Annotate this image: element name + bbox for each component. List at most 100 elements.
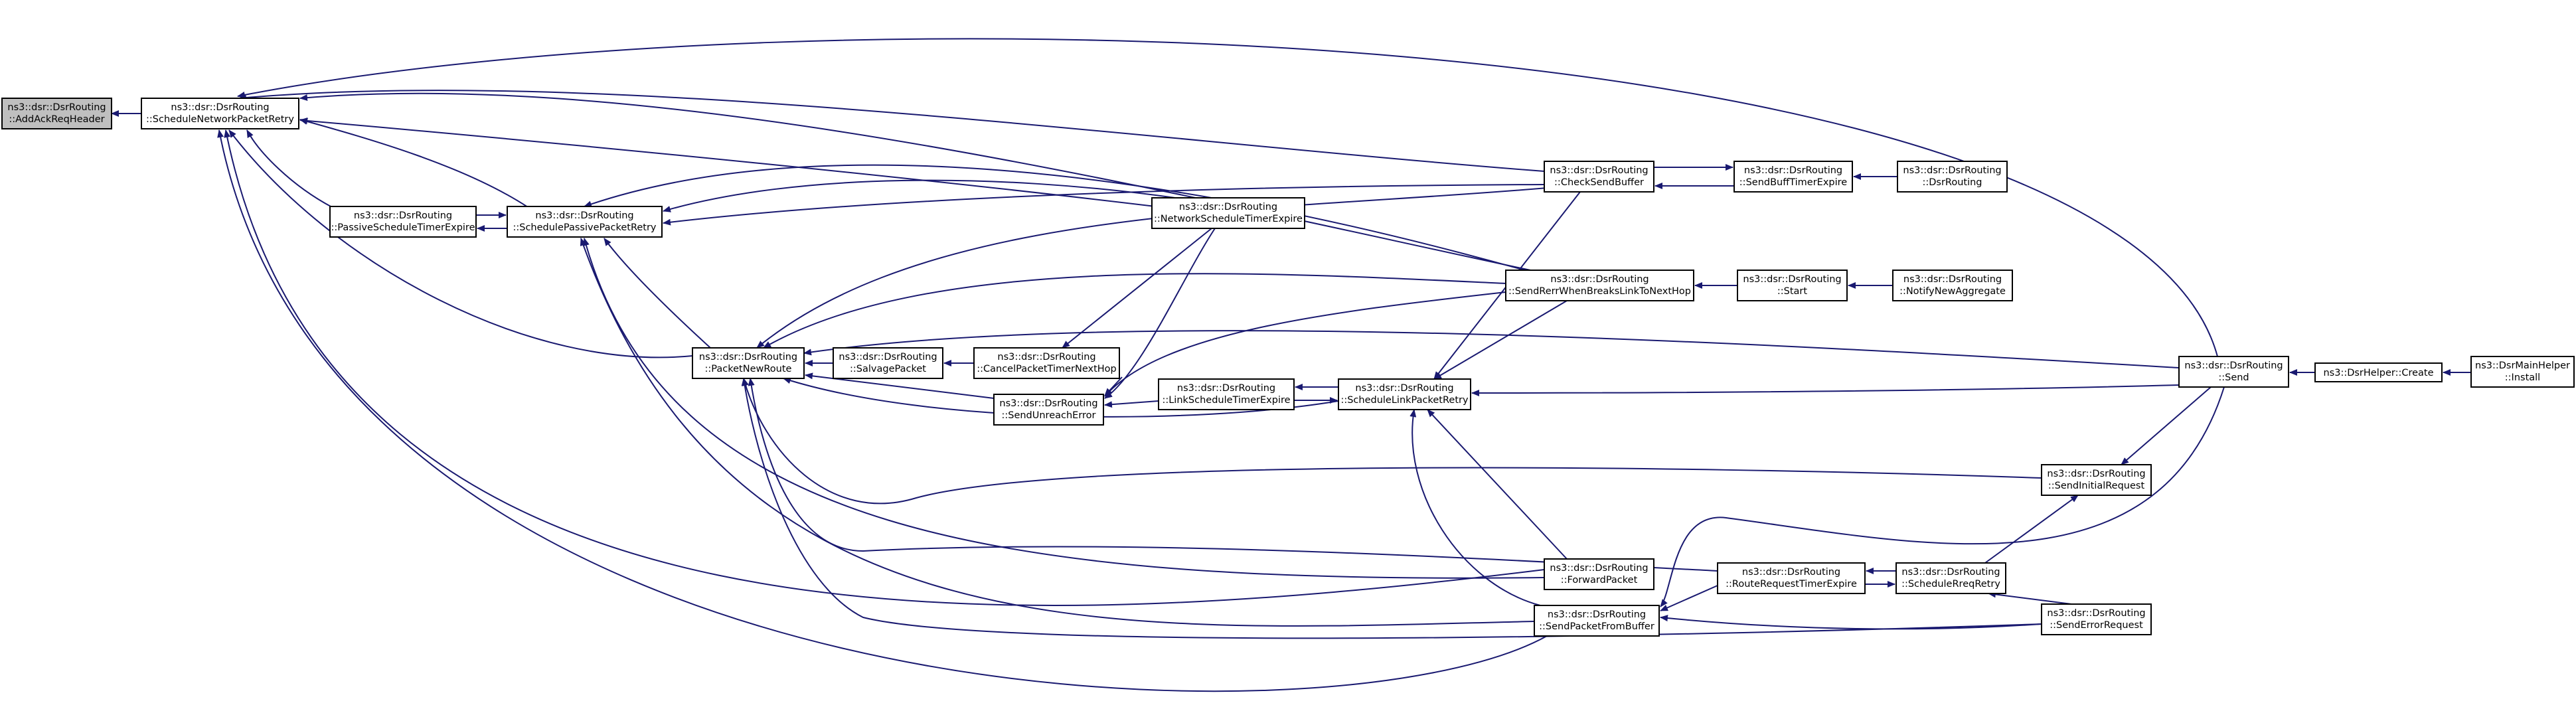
node-CancelPacketTimerNextHop[interactable]: ns3::dsr::DsrRouting::CancelPacketTimerN… xyxy=(973,347,1120,379)
node-label-line1: ns3::dsr::DsrRouting xyxy=(1548,609,1646,620)
node-label-line2: ::SalvagePacket xyxy=(850,364,926,374)
node-label-line1: ns3::dsr::DsrRouting xyxy=(1903,274,2002,285)
node-label-line1: ns3::dsr::DsrRouting xyxy=(1901,567,2000,578)
edge-LinkScheduleTimerExpire-to-SendUnreachError xyxy=(1104,400,1159,408)
node-AddAckReqHeader[interactable]: ns3::dsr::DsrRouting::AddAckReqHeader xyxy=(1,98,112,129)
node-Start[interactable]: ns3::dsr::DsrRouting::Start xyxy=(1737,270,1848,301)
edge-ScheduleRreqRetry-to-SendInitialRequest xyxy=(1984,495,2079,564)
node-SendPacketFromBuffer[interactable]: ns3::dsr::DsrRouting::SendPacketFromBuff… xyxy=(1534,605,1660,637)
node-SendRerrWhenBreaksLinkToNextHop[interactable]: ns3::dsr::DsrRouting::SendRerrWhenBreaks… xyxy=(1505,270,1694,301)
node-label-line1: ns3::dsr::DsrRouting xyxy=(7,102,106,113)
edge-SendInitialRequest-to-PacketNewRoute xyxy=(742,378,2042,505)
node-NotifyNewAggregate[interactable]: ns3::dsr::DsrRouting::NotifyNewAggregate xyxy=(1892,270,2013,301)
node-box xyxy=(2041,464,2152,496)
node-label-line2: ::CheckSendBuffer xyxy=(1554,177,1644,188)
edge-PacketNewRoute-to-ScheduleNetworkPacketRetry xyxy=(228,129,693,358)
node-ScheduleNetworkPacketRetry[interactable]: ns3::dsr::DsrRouting::ScheduleNetworkPac… xyxy=(141,98,299,129)
node-ForwardPacket[interactable]: ns3::dsr::DsrRouting::ForwardPacket xyxy=(1544,558,1654,590)
edge-RouteRequestTimerExpire-to-SendPacketFromBuffer xyxy=(1660,585,1718,611)
edge-SendErrorRequest-to-PacketNewRoute xyxy=(741,378,2042,639)
edge-SendRerrWhenBreaksLinkToNextHop-to-ScheduleLinkPacketRetry xyxy=(1433,300,1568,380)
edge-Send-to-ScheduleLinkPacketRetry xyxy=(1471,384,2180,396)
edge-NetworkScheduleTimerExpire-to-SendUnreachError xyxy=(1104,228,1216,399)
node-label-line1: ns3::dsr::DsrRouting xyxy=(2184,360,2283,371)
node-LinkScheduleTimerExpire[interactable]: ns3::dsr::DsrRouting::LinkScheduleTimerE… xyxy=(1158,378,1295,410)
node-SendErrorRequest[interactable]: ns3::dsr::DsrRouting::SendErrorRequest xyxy=(2041,603,2152,635)
node-label-line1: ns3::dsr::DsrRouting xyxy=(1743,274,1841,285)
node-box xyxy=(1544,161,1654,193)
node-label-line1: ns3::dsr::DsrRouting xyxy=(839,352,937,362)
node-label-line1: ns3::dsr::DsrRouting xyxy=(171,102,269,113)
node-label-line2: ::Start xyxy=(1777,286,1808,297)
node-ScheduleRreqRetry[interactable]: ns3::dsr::DsrRouting::ScheduleRreqRetry xyxy=(1895,562,2006,594)
node-DsrRouting[interactable]: ns3::dsr::DsrRouting::DsrRouting xyxy=(1897,161,2008,193)
edge-NetworkScheduleTimerExpire-to-CancelPacketTimerNextHop xyxy=(1062,228,1212,349)
node-CheckSendBuffer[interactable]: ns3::dsr::DsrRouting::CheckSendBuffer xyxy=(1544,161,1654,193)
edge-PassiveScheduleTimerExpire-to-ScheduleNetworkPacketRetry xyxy=(246,129,333,208)
node-label-line2: ::LinkScheduleTimerExpire xyxy=(1162,395,1290,406)
node-box xyxy=(507,206,663,238)
node-label-line1: ns3::dsr::DsrRouting xyxy=(1550,274,1649,285)
node-box xyxy=(1505,270,1694,301)
node-SendUnreachError[interactable]: ns3::dsr::DsrRouting::SendUnreachError xyxy=(993,394,1104,426)
node-label-line2: ::CancelPacketTimerNextHop xyxy=(977,364,1117,374)
edge-SendRerrWhenBreaksLinkToNextHop-to-ScheduleNetworkPacketRetry xyxy=(299,92,1534,272)
node-label-line1: ns3::dsr::DsrRouting xyxy=(354,210,452,221)
node-DsrHelperCreate[interactable]: ns3::DsrHelper::Create xyxy=(2314,362,2443,382)
edge-PacketNewRoute-to-SchedulePassivePacketRetry xyxy=(604,238,711,349)
node-label-line1: ns3::dsr::DsrRouting xyxy=(999,398,1097,409)
node-label-line2: ::ScheduleLinkPacketRetry xyxy=(1340,395,1469,406)
node-label-line2: ::ScheduleRreqRetry xyxy=(1901,579,2000,590)
edge-Send-to-ScheduleNetworkPacketRetry xyxy=(237,38,2218,357)
edge-SendRerrWhenBreaksLinkToNextHop-to-SchedulePassivePacketRetry xyxy=(584,164,1528,272)
node-label-line2: ::NotifyNewAggregate xyxy=(1899,286,2006,297)
node-label-line1: ns3::dsr::DsrRouting xyxy=(1177,383,1275,394)
node-label-line1: ns3::dsr::DsrRouting xyxy=(1744,165,1842,176)
node-label-line2: ::PassiveScheduleTimerExpire xyxy=(331,222,475,233)
node-SendBuffTimerExpire[interactable]: ns3::dsr::DsrRouting::SendBuffTimerExpir… xyxy=(1733,161,1853,193)
node-label-line2: ::ForwardPacket xyxy=(1561,575,1638,586)
node-label-line1: ns3::dsr::DsrRouting xyxy=(1355,383,1453,394)
node-label-line2: ::Send xyxy=(2218,372,2249,383)
node-box xyxy=(1,98,112,129)
edge-ForwardPacket-to-ScheduleLinkPacketRetry xyxy=(1427,409,1568,560)
node-label-line1: ns3::DsrHelper::Create xyxy=(2323,368,2433,378)
edge-SendPacketFromBuffer-to-SchedulePassivePacketRetry xyxy=(580,238,1535,627)
node-label-line2: ::SendBuffTimerExpire xyxy=(1739,177,1847,188)
node-SalvagePacket[interactable]: ns3::dsr::DsrRouting::SalvagePacket xyxy=(833,347,943,379)
node-label-line2: ::SendErrorRequest xyxy=(2050,620,2143,631)
node-label-line1: ns3::DsrMainHelper xyxy=(2475,360,2570,371)
edge-SendPacketFromBuffer-to-ScheduleNetworkPacketRetry xyxy=(217,129,1548,692)
node-label-line2: ::DsrRouting xyxy=(1922,177,1982,188)
node-box xyxy=(1892,270,2013,301)
node-label-line1: ns3::dsr::DsrRouting xyxy=(2047,469,2145,479)
node-box xyxy=(2041,603,2152,635)
node-label-line2: ::SchedulePassivePacketRetry xyxy=(513,222,656,233)
node-box xyxy=(2470,356,2575,388)
node-label-line2: ::SendInitialRequest xyxy=(2048,481,2145,491)
node-label-line2: ::SendRerrWhenBreaksLinkToNextHop xyxy=(1508,286,1691,297)
node-Send[interactable]: ns3::dsr::DsrRouting::Send xyxy=(2178,356,2289,388)
node-PacketNewRoute[interactable]: ns3::dsr::DsrRouting::PacketNewRoute xyxy=(692,347,805,379)
node-ScheduleLinkPacketRetry[interactable]: ns3::dsr::DsrRouting::ScheduleLinkPacket… xyxy=(1338,378,1471,410)
node-NetworkScheduleTimerExpire[interactable]: ns3::dsr::DsrRouting::NetworkScheduleTim… xyxy=(1151,197,1305,229)
node-label-line1: ns3::dsr::DsrRouting xyxy=(1903,165,2001,176)
node-label-line2: ::AddAckReqHeader xyxy=(9,114,104,125)
node-box xyxy=(1717,562,1866,594)
node-PassiveScheduleTimerExpire[interactable]: ns3::dsr::DsrRouting::PassiveScheduleTim… xyxy=(329,206,477,238)
node-box xyxy=(1733,161,1853,193)
edge-ForwardPacket-to-ScheduleNetworkPacketRetry xyxy=(224,129,1545,607)
node-label-line1: ns3::dsr::DsrRouting xyxy=(1179,202,1277,212)
edge-SendRerrWhenBreaksLinkToNextHop-to-SendUnreachError xyxy=(1104,291,1506,397)
node-box xyxy=(141,98,299,129)
edge-Send-to-SendInitialRequest xyxy=(2121,386,2212,465)
node-RouteRequestTimerExpire[interactable]: ns3::dsr::DsrRouting::RouteRequestTimerE… xyxy=(1717,562,1866,594)
edge-SendErrorRequest-to-ScheduleRreqRetry xyxy=(1988,591,2072,605)
node-label-line2: ::Install xyxy=(2505,372,2540,383)
node-DsrMainHelperInstall[interactable]: ns3::DsrMainHelper::Install xyxy=(2470,356,2575,388)
edge-SendPacketFromBuffer-to-ScheduleLinkPacketRetry xyxy=(1409,409,1541,606)
node-box xyxy=(2314,362,2443,382)
node-SchedulePassivePacketRetry[interactable]: ns3::dsr::DsrRouting::SchedulePassivePac… xyxy=(507,206,663,238)
node-SendInitialRequest[interactable]: ns3::dsr::DsrRouting::SendInitialRequest xyxy=(2041,464,2152,496)
